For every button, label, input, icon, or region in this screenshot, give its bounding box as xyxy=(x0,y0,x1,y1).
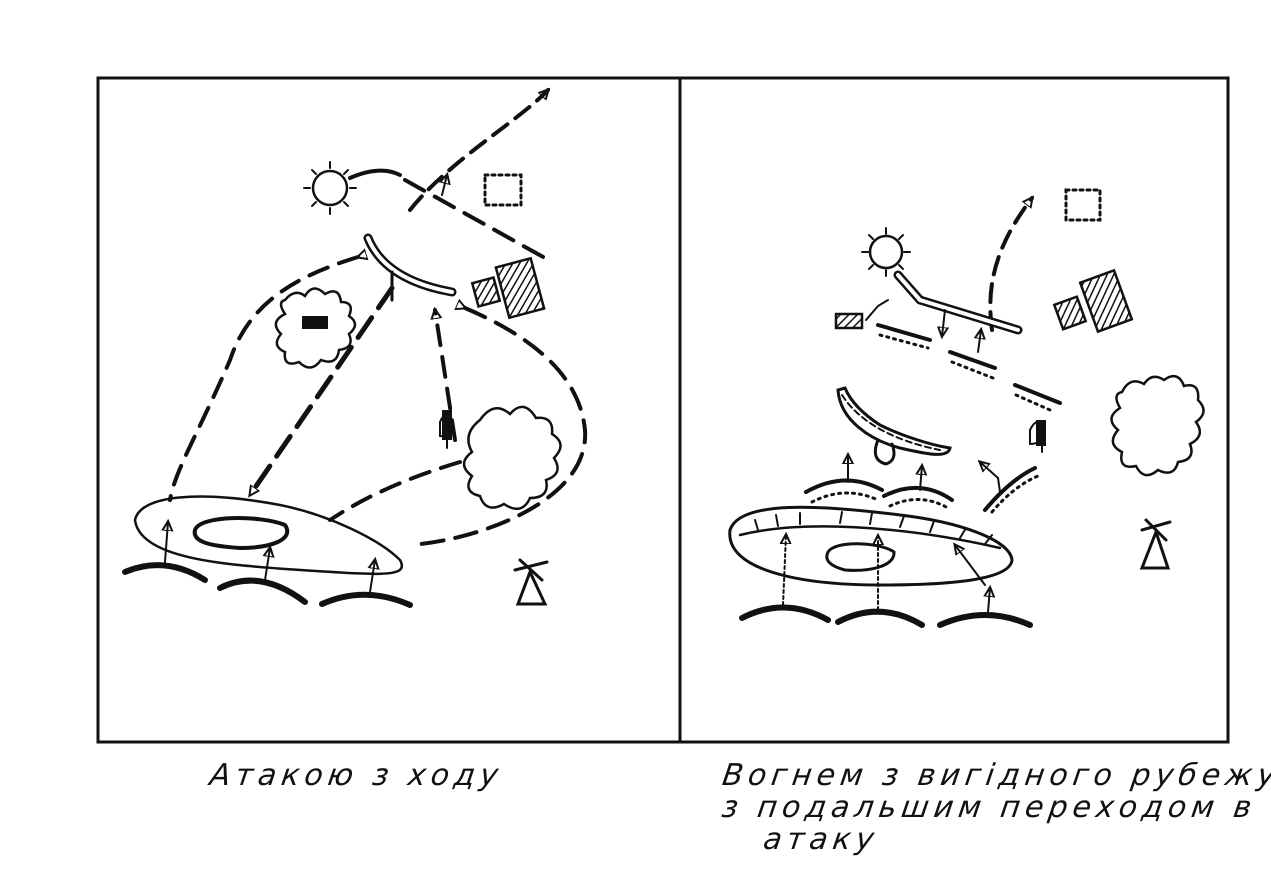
tank-icon xyxy=(302,316,328,329)
windmill-icon xyxy=(1139,518,1172,570)
house-icon xyxy=(1052,268,1134,334)
forest-icon xyxy=(274,287,357,369)
dashed-route-center xyxy=(247,285,395,495)
left-panel xyxy=(122,90,588,608)
start-line-1 xyxy=(122,562,208,583)
tank-icon xyxy=(834,312,864,330)
right-panel-frame xyxy=(678,76,1230,744)
left-caption: Атакою з ходу xyxy=(207,758,506,793)
dotted-target xyxy=(1064,188,1102,222)
sun-icon xyxy=(303,161,357,215)
dashed-arrow-north xyxy=(408,90,548,212)
tree-icon xyxy=(1029,420,1046,453)
trench-marks xyxy=(738,525,1002,550)
trench-icon xyxy=(804,455,1040,514)
dotted-target xyxy=(483,173,523,207)
windmill-icon xyxy=(513,558,549,606)
dashed-route-wide xyxy=(408,308,588,547)
unit-position xyxy=(363,233,457,297)
hill-outline xyxy=(728,505,1014,587)
tree-icon xyxy=(439,410,454,449)
dashed-route xyxy=(403,178,547,260)
route-line xyxy=(348,168,402,180)
unit-position xyxy=(893,270,1023,335)
forest-icon-2 xyxy=(462,405,562,511)
sun-icon xyxy=(861,227,911,277)
right-caption-line-2: з подальшим переходом в xyxy=(719,790,1259,825)
arrow-small xyxy=(442,175,447,196)
fire-line xyxy=(876,323,1062,412)
dashed-arrow-north xyxy=(988,198,1034,332)
right-panel xyxy=(728,188,1205,628)
house-icon xyxy=(470,256,546,320)
start-line-3 xyxy=(937,612,1033,628)
hill-inner xyxy=(825,542,896,572)
start-line-2 xyxy=(217,577,308,605)
dashed-route-left xyxy=(168,257,358,502)
left-panel-frame xyxy=(96,76,682,744)
start-line-2 xyxy=(835,608,925,628)
hill-inner xyxy=(192,516,290,551)
right-caption: Вогнем з вигідного рубежу з подальшим пе… xyxy=(711,758,1271,857)
forest-icon xyxy=(1110,374,1205,477)
forward-position xyxy=(836,386,952,456)
start-line-3 xyxy=(319,591,413,608)
hill-outline xyxy=(133,495,403,576)
right-caption-line-3: атаку xyxy=(761,822,882,857)
right-caption-line-1: Вогнем з вигідного рубежу xyxy=(720,758,1271,793)
start-line-1 xyxy=(739,604,831,623)
dashed-route-low xyxy=(328,460,462,522)
